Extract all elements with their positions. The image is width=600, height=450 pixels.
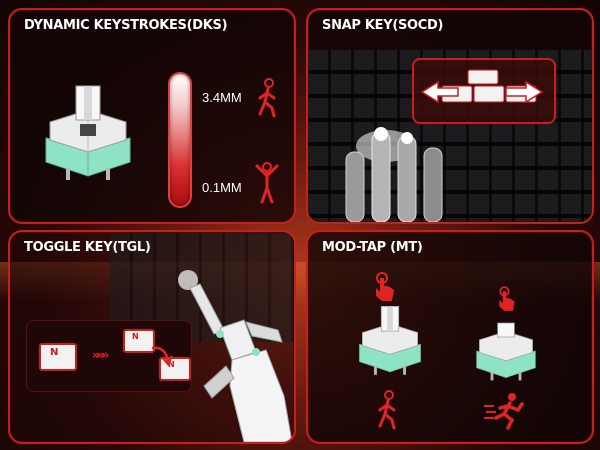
swap-arrow-icon [151,346,174,367]
key-icon [39,343,77,371]
mt-panel: MOD-TAP (MT) [306,230,594,444]
chevron-arrows-icon: »»» [92,348,109,362]
tgl-title: TOGGLE KEY(TGL) [24,240,151,255]
mechanical-switch-pressed-icon [476,322,536,381]
mt-title: MOD-TAP (MT) [322,240,423,255]
key-label: N [50,347,59,358]
travel-distance-gauge [170,74,190,206]
key-label: N [168,360,175,369]
tgl-panel: TOGGLE KEY(TGL) N »»» N N [8,230,296,444]
left-right-arrows-icon [420,69,544,104]
dks-max-travel-label: 3.4MM [202,90,242,105]
walking-person-icon [378,390,396,430]
standing-person-icon [255,162,279,204]
dks-title: DYNAMIC KEYSTROKES(DKS) [24,18,228,33]
robotic-fingers-image [345,127,443,222]
robotic-hand-image [178,270,293,442]
walking-person-icon [258,78,276,118]
tap-hand-icon [376,272,394,301]
dks-min-travel-label: 0.1MM [202,180,242,195]
mechanical-switch-icon [359,306,421,375]
socd-title: SNAP KEY(SOCD) [322,18,444,33]
running-person-icon [484,393,524,430]
socd-panel: SNAP KEY(SOCD) [306,8,594,224]
dks-panel: DYNAMIC KEYSTROKES(DKS) 3.4MM 0.1MM [8,8,296,224]
key-icon [123,329,155,353]
press-hand-icon [499,286,515,311]
mechanical-switch-icon [45,85,131,180]
key-label: N [132,332,139,341]
